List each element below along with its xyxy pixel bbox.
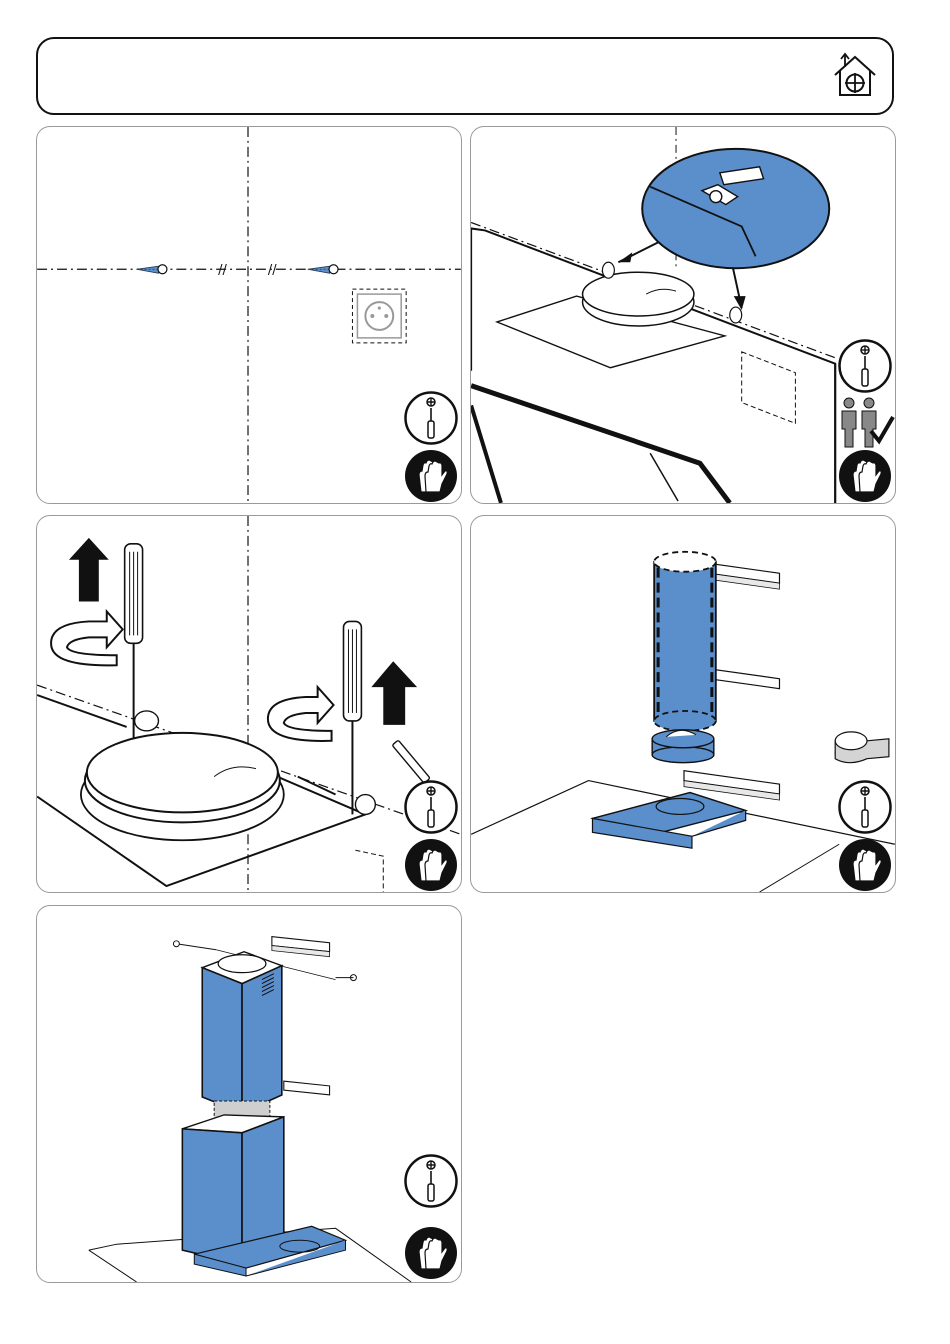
screw-left bbox=[137, 265, 167, 274]
screwdriver-left bbox=[125, 544, 143, 739]
duct-connector bbox=[652, 730, 714, 763]
screw-tool-small bbox=[392, 740, 430, 783]
step-4-panel bbox=[470, 515, 896, 893]
bracket-middle bbox=[284, 1081, 330, 1095]
upper-chimney-cover bbox=[202, 952, 282, 1113]
step-3-panel bbox=[36, 515, 462, 893]
up-arrow-right bbox=[371, 661, 417, 725]
screwdriver-icon bbox=[838, 339, 892, 393]
up-arrow-left bbox=[69, 538, 109, 602]
svg-text://: // bbox=[218, 263, 227, 278]
duct-and-brackets-illustration bbox=[471, 516, 895, 892]
rotation-arrow-right bbox=[268, 687, 334, 741]
flexible-duct bbox=[654, 552, 716, 731]
base-plate bbox=[592, 793, 745, 849]
screw-tightening-illustration bbox=[37, 516, 461, 892]
screwdriver-icon bbox=[404, 780, 458, 834]
screw-right bbox=[336, 975, 357, 981]
house-ducting-icon bbox=[830, 51, 880, 101]
screw-right bbox=[308, 265, 338, 274]
svg-text://: // bbox=[268, 263, 277, 278]
zoom-bracket-detail bbox=[642, 149, 829, 268]
header-bar bbox=[36, 37, 894, 115]
gloves-icon bbox=[838, 449, 892, 503]
step-1-panel: // // bbox=[36, 126, 462, 504]
gloves-icon bbox=[404, 1226, 458, 1280]
rotation-arrow-left bbox=[51, 611, 123, 665]
bracket-middle bbox=[710, 669, 780, 689]
two-persons-icon bbox=[837, 397, 895, 449]
gloves-icon bbox=[838, 838, 892, 892]
screwdriver-icon bbox=[404, 391, 458, 445]
gloves-icon bbox=[404, 838, 458, 892]
step-5-panel bbox=[36, 905, 462, 1283]
gloves-icon bbox=[404, 449, 458, 503]
tape-roll-icon bbox=[835, 732, 889, 763]
screwdriver-right bbox=[343, 621, 361, 814]
screwdriver-icon bbox=[838, 780, 892, 834]
wall-marking-illustration: // // bbox=[37, 127, 461, 503]
step-2-panel bbox=[470, 126, 896, 504]
bracket-top bbox=[272, 937, 330, 957]
hood-mounting-illustration bbox=[471, 127, 895, 503]
chimney-cover-illustration bbox=[37, 906, 461, 1282]
power-socket bbox=[352, 289, 406, 343]
screwdriver-icon bbox=[404, 1154, 458, 1208]
